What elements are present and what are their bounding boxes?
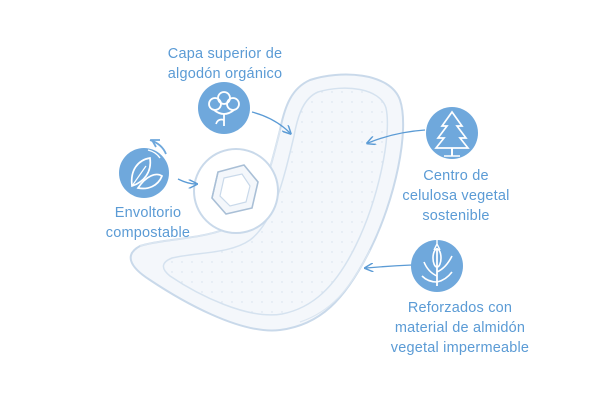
pine-tree-icon	[426, 107, 478, 159]
label-line: Centro de	[423, 168, 489, 184]
label-line: compostable	[105, 225, 191, 241]
label-organic-cotton-topsheet: Capa superior de algodón orgánico	[150, 44, 300, 84]
label-line: sostenible	[422, 208, 490, 224]
connector-arrows	[177, 111, 426, 268]
label-line: Capa superior de	[167, 46, 283, 62]
wrapper-callout	[193, 148, 279, 234]
label-line: vegetal impermeable	[390, 340, 530, 356]
label-line: Envoltorio	[114, 205, 182, 221]
label-line: celulosa vegetal	[402, 188, 510, 204]
cotton-boll-icon	[198, 82, 250, 134]
label-line: material de almidón	[394, 320, 526, 336]
label-line: Reforzados con	[407, 300, 513, 316]
recycle-leaves-icon	[119, 139, 169, 198]
label-starch-backsheet: Reforzados con material de almidón veget…	[360, 298, 560, 358]
label-sustainable-cellulose-core: Centro de celulosa vegetal sostenible	[388, 166, 524, 226]
corn-plant-icon	[411, 240, 463, 292]
label-line: algodón orgánico	[167, 66, 283, 82]
label-compostable-wrapper: Envoltorio compostable	[86, 203, 210, 243]
